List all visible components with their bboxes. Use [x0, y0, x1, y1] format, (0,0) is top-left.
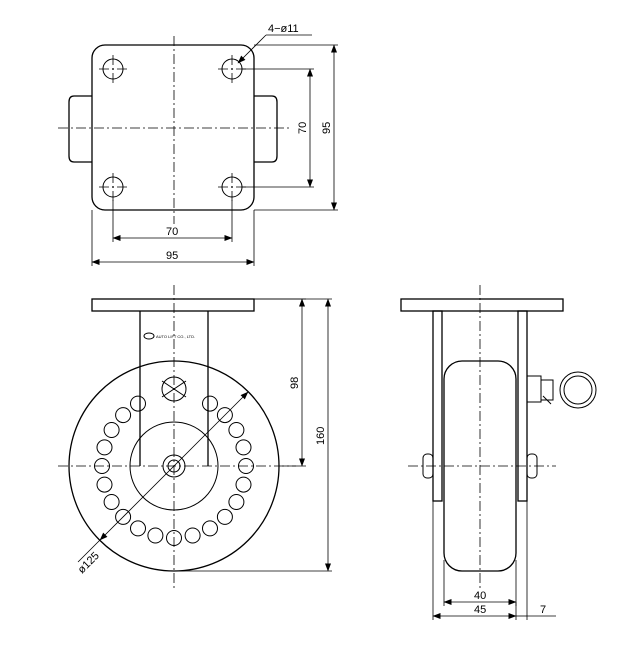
- side-top-plate: [400, 298, 564, 312]
- wheel-hole: [103, 494, 120, 510]
- wheel-hole: [147, 527, 164, 544]
- bolt-hole: [99, 173, 127, 201]
- wheel-hole: [96, 439, 113, 456]
- dim-plate-width: 95: [166, 250, 178, 262]
- wheel-hole: [228, 494, 245, 510]
- wheel-hole: [184, 527, 201, 544]
- dim-wheel-width: 40: [474, 590, 486, 602]
- wheel-hole: [103, 422, 120, 438]
- top-plate-outline: [91, 44, 255, 211]
- bolt-hole: [99, 55, 127, 83]
- wheel-hole: [228, 422, 245, 438]
- dim-plate-height: 95: [321, 122, 333, 134]
- wheel-hole: [96, 476, 113, 493]
- hole-callout-label: 4−ø11: [268, 23, 299, 35]
- wheel-hole: [235, 476, 252, 493]
- side-fork-leg-right: [517, 310, 528, 502]
- side-fork-leg-left: [432, 310, 443, 502]
- stopper-housing: [526, 375, 542, 403]
- top-right-tab: [254, 95, 278, 163]
- dim-hole-spacing-vertical: 70: [297, 122, 309, 134]
- dim-stopper-offset: 7: [540, 604, 546, 616]
- dim-axle-height: 98: [289, 377, 301, 389]
- dim-fork-width: 45: [474, 604, 486, 616]
- wheel-hole: [130, 395, 146, 412]
- top-left-tab: [68, 95, 92, 163]
- dim-wheel-diameter: ø125: [76, 550, 102, 576]
- top-view: 4−ø11 70 95 70 95: [58, 23, 338, 266]
- front-view: AUTO LIFT CO., LTD. ø125 98 160: [58, 285, 332, 590]
- wheel-hole: [130, 520, 146, 537]
- wheel-hole: [235, 439, 252, 456]
- wheel-hole: [115, 407, 132, 424]
- stopper-ring-icon: [559, 371, 597, 409]
- stopper-body: [540, 379, 554, 401]
- brand-text: AUTO LIFT CO., LTD.: [156, 334, 195, 339]
- front-top-plate: [91, 298, 255, 312]
- dim-overall-height: 160: [315, 427, 327, 445]
- brand-logo-icon: [143, 332, 155, 340]
- dim-hole-spacing-horizontal: 70: [166, 226, 178, 238]
- wheel-hole: [202, 520, 218, 537]
- wheel-hole: [202, 395, 218, 412]
- side-view: 40 45 7: [400, 285, 597, 620]
- wheel-hole: [216, 508, 233, 525]
- bolt-hole: [218, 173, 246, 201]
